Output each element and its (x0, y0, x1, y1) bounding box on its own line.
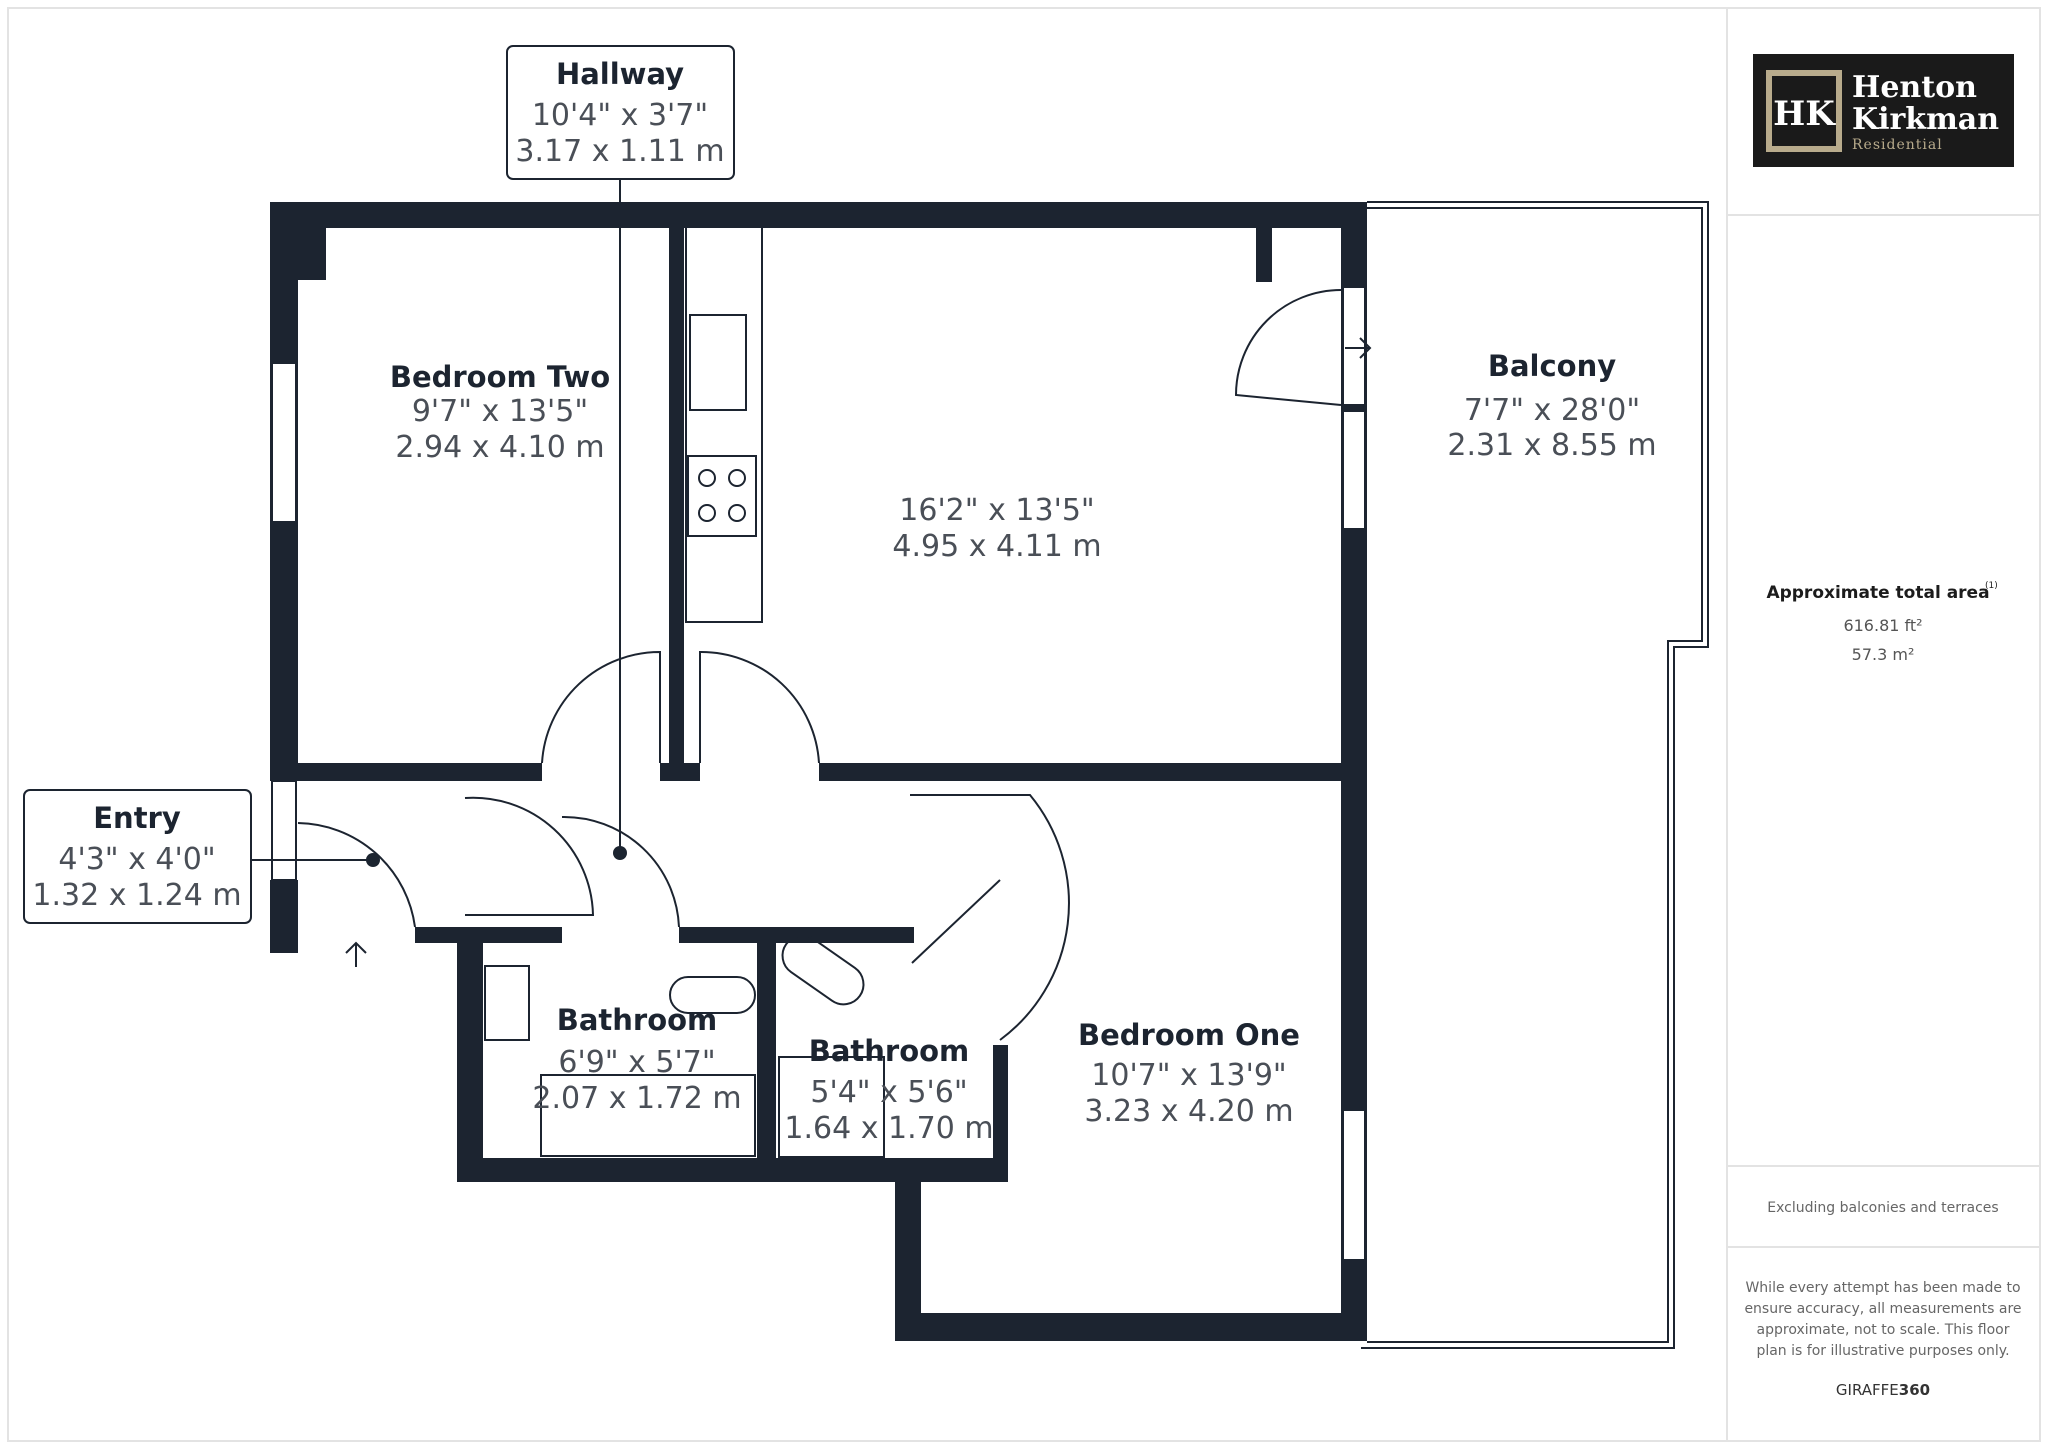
bedroom-two-name: Bedroom Two (390, 360, 610, 394)
disclaimer-line: plan is for illustrative purposes only. (1756, 1343, 2009, 1359)
area-note-mark: (1) (1985, 581, 1998, 591)
brand-logo: HK Henton Kirkman Residential (1753, 54, 2014, 167)
fixtures (484, 224, 885, 1158)
windows (271, 286, 1366, 1261)
area-title: Approximate total area (1766, 583, 1989, 603)
disclaimer-line: ensure accuracy, all measurements are (1744, 1301, 2021, 1317)
balcony-metric: 2.31 x 8.55 m (1447, 428, 1656, 463)
living-imperial: 16'2" x 13'5" (899, 493, 1094, 528)
bedroom-one-metric: 3.23 x 4.20 m (1084, 1094, 1293, 1129)
credit: GIRAFFE360 (1836, 1381, 1930, 1399)
balcony-name: Balcony (1488, 349, 1616, 383)
sink-icon (689, 314, 747, 411)
bathroom-one-name: Bathroom (557, 1003, 718, 1037)
doors (297, 289, 1342, 1041)
hallway-metric: 3.17 x 1.11 m (515, 134, 724, 169)
bathroom-one-metric: 2.07 x 1.72 m (532, 1081, 741, 1116)
kitchen-counter (685, 224, 763, 623)
living-metric: 4.95 x 4.11 m (892, 529, 1101, 564)
hallway-label-box (506, 45, 735, 180)
area-ft: 616.81 ft² (1843, 616, 1922, 635)
bathroom-one-imperial: 6'9" x 5'7" (558, 1045, 715, 1080)
bathroom-two-imperial: 5'4" x 5'6" (810, 1075, 967, 1110)
bathroom-two-metric: 1.64 x 1.70 m (784, 1111, 993, 1146)
hob-icon (687, 455, 757, 537)
page-frame (7, 7, 2041, 1442)
shower-tray-icon (778, 1056, 885, 1158)
bedroom-one-imperial: 10'7" x 13'9" (1091, 1058, 1286, 1093)
hallway-marker (613, 846, 627, 860)
bedroom-one-name: Bedroom One (1078, 1018, 1300, 1052)
entrance-arrow-icon (345, 941, 367, 967)
disclaimer-line: approximate, not to scale. This floor (1757, 1322, 2010, 1338)
entry-label-box (23, 789, 252, 924)
toilet-icon (669, 976, 756, 1014)
entry-name: Entry (93, 801, 181, 835)
hallway-imperial: 10'4" x 3'7" (532, 98, 708, 133)
toilet-icon (781, 934, 865, 1006)
bedroom-two-imperial: 9'7" x 13'5" (412, 394, 588, 429)
disclaimer-line: While every attempt has been made to (1745, 1280, 2020, 1296)
balcony-outline (1361, 201, 1709, 1349)
bathroom-two-name: Bathroom (809, 1034, 970, 1068)
bedroom-two-metric: 2.94 x 4.10 m (395, 430, 604, 465)
basin-icon (484, 965, 530, 1041)
credit-light: GIRAFFE (1836, 1381, 1899, 1399)
entry-marker (366, 853, 380, 867)
balcony-access-arrow-icon (1345, 337, 1372, 359)
logo-name-line1: Henton (1852, 70, 1977, 105)
logo-subtitle: Residential (1852, 137, 1943, 153)
area-m: 57.3 m² (1852, 645, 1915, 664)
bathtub-icon (540, 1074, 756, 1157)
hallway-name: Hallway (556, 57, 684, 91)
logo-monogram: HK (1773, 94, 1836, 134)
balcony-imperial: 7'7" x 28'0" (1464, 393, 1640, 428)
entry-metric: 1.32 x 1.24 m (32, 878, 241, 913)
entry-imperial: 4'3" x 4'0" (58, 842, 215, 877)
credit-bold: 360 (1899, 1381, 1930, 1399)
logo-name-line2: Kirkman (1852, 102, 1999, 137)
exclusion-note: Excluding balconies and terraces (1767, 1200, 1998, 1216)
